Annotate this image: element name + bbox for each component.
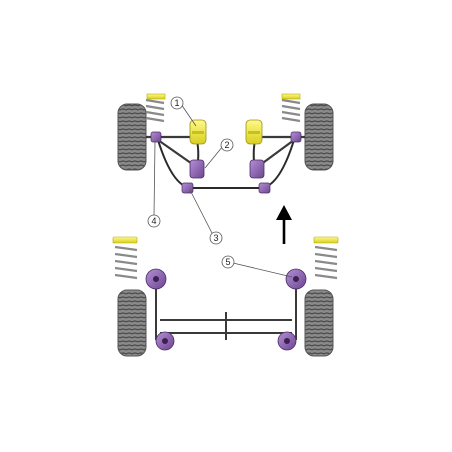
coil-spring-icon	[281, 98, 301, 123]
trailing-arm-front-bush	[145, 268, 167, 290]
drop-link-bush	[290, 131, 302, 143]
wishbone-front-bush	[249, 159, 265, 179]
callout-3: 3	[209, 231, 223, 245]
front-axle	[117, 93, 334, 194]
wishbone-rear-bush	[189, 119, 207, 145]
wishbone-rear-bush	[245, 119, 263, 145]
spring-top-mount	[313, 236, 339, 244]
anti-roll-bar-bush	[181, 182, 194, 194]
callout-1: 1	[170, 96, 184, 110]
rear-beam	[155, 280, 297, 340]
rear-beam-bush	[155, 331, 175, 351]
wishbone-front-bush	[189, 159, 205, 179]
svg-text:2: 2	[224, 140, 229, 150]
callout-leaders	[153, 103, 293, 278]
spring-top-mount	[146, 93, 166, 100]
spring-top-mount	[281, 93, 301, 100]
trailing-arm-front-bush	[285, 268, 307, 290]
callout-2: 2	[220, 138, 234, 152]
svg-text:1: 1	[174, 98, 179, 108]
svg-text:3: 3	[213, 233, 218, 243]
rear-axle	[112, 236, 339, 357]
anti-roll-bar-bush	[258, 182, 271, 194]
svg-text:5: 5	[225, 257, 230, 267]
coil-spring-icon	[145, 98, 165, 123]
callout-4: 4	[147, 214, 161, 228]
tyre-icon	[117, 289, 147, 357]
callout-5: 5	[221, 255, 235, 269]
tyre-icon	[304, 103, 334, 171]
rear-beam-bush	[277, 331, 297, 351]
coil-spring-icon	[314, 245, 338, 280]
coil-spring-icon	[114, 245, 138, 280]
tyre-icon	[117, 103, 147, 171]
up-arrow-icon	[276, 205, 292, 244]
spring-top-mount	[112, 236, 138, 244]
tyre-icon	[304, 289, 334, 357]
svg-text:4: 4	[151, 216, 156, 226]
drop-link-bush	[150, 131, 162, 143]
